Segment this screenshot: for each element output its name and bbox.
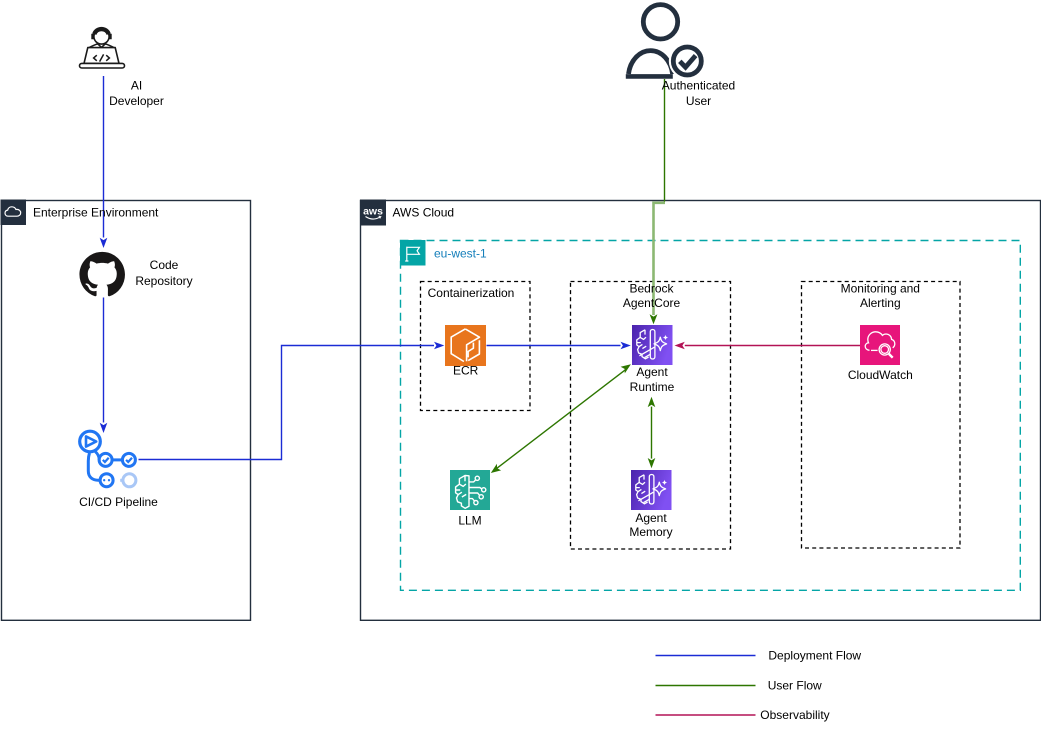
svg-text:Memory: Memory (629, 525, 672, 539)
svg-text:AI: AI (131, 79, 142, 93)
svg-text:CI/CD Pipeline: CI/CD Pipeline (79, 495, 158, 509)
svg-text:Runtime: Runtime (630, 380, 675, 394)
svg-text:Agent: Agent (635, 511, 667, 525)
svg-text:AgentCore: AgentCore (623, 296, 681, 310)
svg-text:eu-west-1: eu-west-1 (434, 247, 487, 261)
svg-text:Alerting: Alerting (860, 296, 901, 310)
svg-text:Enterprise Environment: Enterprise Environment (33, 206, 159, 220)
svg-text:Repository: Repository (135, 274, 192, 288)
svg-text:Code: Code (150, 258, 179, 272)
svg-text:CloudWatch: CloudWatch (848, 368, 913, 382)
svg-text:Bedrock: Bedrock (629, 282, 674, 296)
svg-text:Authenticated: Authenticated (662, 79, 735, 93)
svg-text:LLM: LLM (458, 514, 481, 528)
svg-text:Agent: Agent (636, 365, 668, 379)
svg-text:Deployment Flow: Deployment Flow (768, 649, 861, 663)
svg-text:Monitoring and: Monitoring and (841, 282, 920, 296)
svg-text:Observability: Observability (760, 708, 829, 722)
svg-text:ECR: ECR (453, 364, 479, 378)
svg-text:User Flow: User Flow (768, 679, 822, 693)
svg-text:Containerization: Containerization (428, 286, 515, 300)
svg-text:aws: aws (363, 206, 383, 218)
svg-text:User: User (686, 94, 711, 108)
svg-text:Developer: Developer (109, 94, 164, 108)
svg-text:AWS Cloud: AWS Cloud (393, 206, 455, 220)
